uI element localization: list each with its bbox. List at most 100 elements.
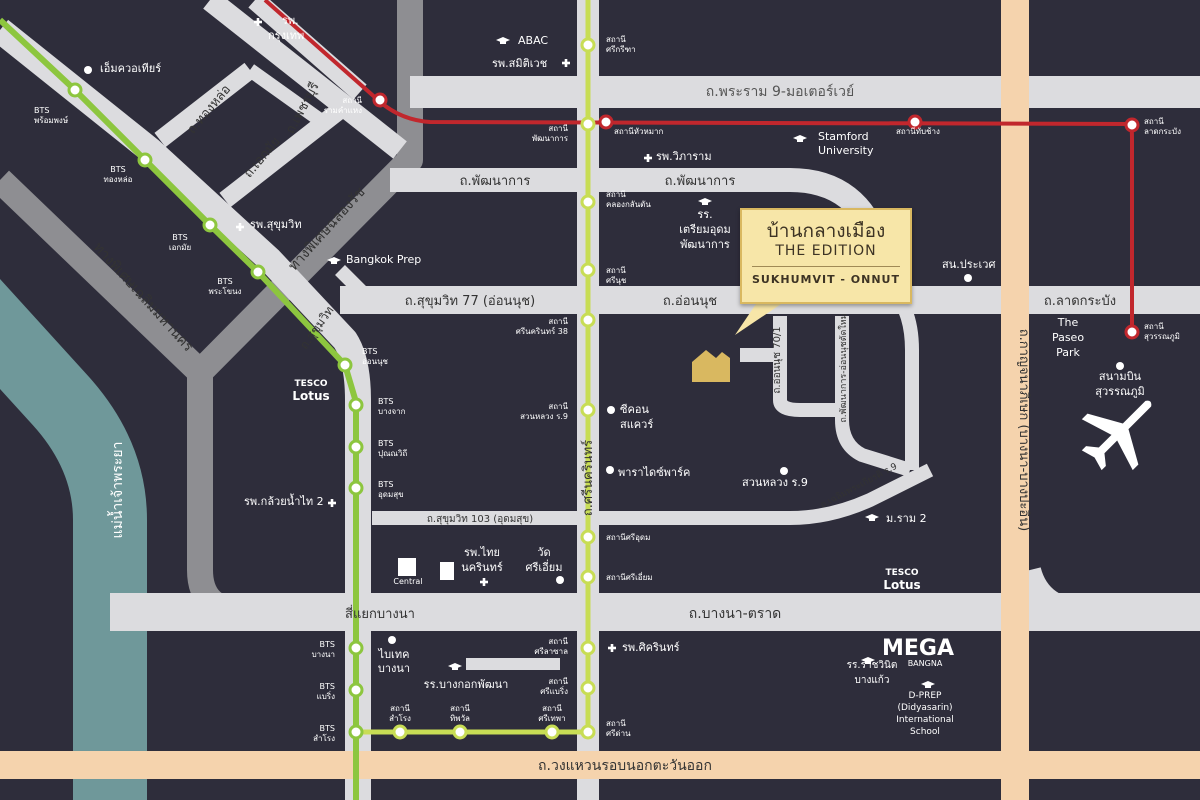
road-pattanakan-onnut	[835, 316, 913, 477]
yellow_stations-station-label-2: สถานี	[606, 190, 626, 199]
project-name: บ้านกลางเมือง	[766, 220, 886, 242]
map-label-phatthanakan-onnut: ถ.พัฒนาการ-อ่อนนุชตัดใหม่	[838, 313, 849, 422]
map-label-ratchawinit-1: รร.ราชวินิต	[847, 660, 898, 671]
map-label-rama9: ถ.พระราม 9-มอเตอร์เวย์	[706, 83, 855, 100]
yellow_stations-station-10	[580, 724, 596, 740]
bts_stations-station-sublabel-4: อ่อนนุช	[362, 357, 389, 366]
yellow_stations-station-label-4: สถานี	[548, 317, 568, 326]
road-motorway-curve	[1019, 566, 1091, 623]
map-label-bangkok-hosp-2: กรุงเทพ	[268, 29, 304, 42]
hospital-cross-icon	[328, 499, 336, 507]
callout-pointer	[735, 298, 790, 335]
bts_stations-station-sublabel-7: อุดมสุข	[378, 490, 404, 499]
place-dot-icon	[1116, 362, 1124, 370]
airport_stations-station-label-2: สถานีทับช้าง	[896, 127, 940, 136]
yellow_stations-station-label-1: สถานี	[548, 124, 568, 133]
airport_stations-station-sublabel-4: สุวรรณภูมิ	[1144, 332, 1180, 342]
school-cap-icon	[327, 257, 341, 264]
yellow_stations-station-label-12: สถานี	[450, 704, 470, 713]
map-label-ratchawinit-2: บางแก้ว	[855, 674, 890, 686]
yellow_stations-station-1	[580, 116, 596, 132]
map-label-ram2: ม.ราม 2	[886, 512, 927, 525]
bts_stations-station-label-5: BTS	[378, 397, 393, 406]
map-label-srinakarin: ถ.ศรีนครินทร์	[580, 440, 596, 516]
map-label-kanchanaphisek: ถ.กาญจนาภิเษก (บางนา-บางปะอิน)	[1016, 329, 1031, 531]
airport_stations-station-4	[1124, 324, 1140, 340]
airport-rail-link	[263, 0, 1134, 332]
callout-divider	[752, 266, 900, 267]
river	[0, 278, 147, 800]
yellow_stations-station-9	[580, 680, 596, 696]
road-ramkhamhaeng	[248, 0, 367, 100]
hospital-cross-icon	[608, 644, 616, 652]
bts_stations-station-9	[348, 682, 364, 698]
map-label-dprep-4: School	[910, 727, 940, 737]
bts_stations-station-sublabel-6: ปุณณวิถี	[378, 449, 407, 458]
bts_stations-station-0	[67, 82, 83, 98]
yellow_stations-station-label-13: สถานี	[390, 704, 410, 713]
bts_stations-station-label-7: BTS	[378, 480, 393, 489]
map-label-sukhumvit77: ถ.สุขุมวิท 77 (อ่อนนุช)	[405, 294, 535, 309]
airport_stations-station-label-3: สถานี	[1144, 117, 1164, 126]
road-asok-link	[245, 64, 325, 126]
yellow_stations-station-sublabel-4: ศรีนครินทร์ 38	[516, 326, 568, 336]
bts_stations-station-sublabel-2: เอกมัย	[169, 243, 191, 252]
yellow_stations-station-sublabel-11: ศรีเทพา	[538, 714, 565, 723]
airplane-icon	[1081, 400, 1152, 471]
map-label-sukhumvit-hosp: รพ.สุขุมวิท	[250, 218, 302, 231]
place-dot-icon	[964, 274, 972, 282]
yellow_stations-station-label-8: สถานี	[548, 637, 568, 646]
map-label-tesco-1b: Lotus	[292, 389, 329, 403]
yellow_stations-station-sublabel-10: ศรีด่าน	[606, 729, 631, 738]
bts_stations-station-label-10: BTS	[320, 724, 335, 733]
yellow_stations-station-6	[580, 529, 596, 545]
map-label-airport-2: สุวรรณภูมิ	[1095, 385, 1144, 398]
map-label-seacon-1: ซีคอน	[620, 403, 649, 416]
bts_stations-station-sublabel-1: ทองหล่อ	[104, 175, 133, 184]
bts_stations-station-sublabel-10: สำโรง	[313, 733, 335, 743]
bts_stations-station-1	[137, 152, 153, 168]
yellow_stations-station-11	[544, 724, 560, 740]
airport_stations-station-label-1: สถานีหัวหมาก	[614, 127, 663, 136]
bts_stations-station-8	[348, 640, 364, 656]
bts_stations-station-6	[348, 439, 364, 455]
road-sukhumvit103	[372, 463, 934, 525]
map-label-suanluang: สวนหลวง ร.9	[742, 476, 808, 489]
yellow_stations-station-label-0: สถานี	[606, 35, 626, 44]
bts_stations-station-sublabel-9: แบริ่ง	[317, 690, 336, 701]
yellow_stations-station-sublabel-5: สวนหลวง ร.9	[520, 412, 568, 421]
bts_stations-station-2	[202, 217, 218, 233]
map-label-stamford-2: University	[818, 144, 874, 157]
yellow_stations-station-label-11: สถานี	[542, 704, 562, 713]
map-label-paseo-1: The	[1057, 316, 1079, 329]
map-label-thai-nakarin-2: นครินทร์	[461, 561, 503, 574]
map-label-triam-2: เตรียมอุดม	[679, 223, 731, 236]
bts_stations-station-label-0: BTS	[34, 106, 49, 115]
road-phetchaburi	[203, 0, 407, 159]
map-label-onnut70: ถ.อ่อนนุช 70/1	[772, 326, 783, 393]
yellow_stations-station-sublabel-2: คลองกลันตัน	[606, 200, 651, 209]
bts_stations-station-sublabel-3: พระโขนง	[208, 286, 241, 296]
project-location: SUKHUMVIT - ONNUT	[752, 273, 900, 286]
map-label-klui-nam-thai: รพ.กล้วยน้ำไท 2	[244, 493, 324, 508]
hospital-cross-icon	[480, 578, 488, 586]
project-edition: THE EDITION	[775, 243, 877, 259]
map-label-triam-1: รร.	[697, 208, 712, 221]
bts_stations-station-sublabel-5: บางจาก	[378, 407, 406, 416]
map-label-tesco-1a: TESCO	[294, 379, 327, 389]
yellow_stations-station-sublabel-0: ศรีกรีฑา	[606, 45, 636, 54]
airport_stations-station-1	[598, 114, 614, 130]
yellow_stations-station-label-5: สถานี	[548, 402, 568, 411]
map-label-central: Central	[393, 577, 422, 586]
road-thonglor	[154, 62, 256, 148]
bts_stations-station-sublabel-8: บางนา	[312, 650, 335, 659]
map-label-samitivej: รพ.สมิติเวช	[492, 57, 547, 70]
map-label-mega-1: MEGA	[882, 636, 954, 661]
yellow_stations-station-sublabel-12: ทิพวัล	[450, 714, 470, 723]
road-ekkamai	[219, 102, 346, 208]
map-label-emquartier: เอ็มควอเทียร์	[100, 61, 161, 75]
bts_stations-station-label-6: BTS	[378, 439, 393, 448]
yellow_stations-station-8	[580, 640, 596, 656]
